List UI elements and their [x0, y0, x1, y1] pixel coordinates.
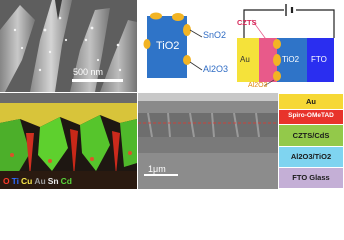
- eds-legend-au: Au: [34, 176, 46, 186]
- device-schematic: CZTS Au TiO2 FTO Al2O3: [234, 0, 344, 92]
- device-drawing: [237, 4, 335, 87]
- eds-legend-o: O: [3, 176, 10, 186]
- sem-image: 500 nm: [0, 0, 137, 92]
- tio2-label: TiO2: [282, 55, 300, 64]
- shell-particle: [183, 24, 191, 36]
- layer-fto-label: FTO Glass: [292, 173, 330, 182]
- fto-layer: [307, 38, 334, 82]
- rod-schematic: TiO2 SnO2 Al2O3: [138, 0, 233, 92]
- au-layer: [237, 38, 259, 82]
- cross-section: 1μm Au Spiro-OMeTAD CZTS/CdS Al2O3/TiO2 …: [138, 93, 344, 189]
- shell-particle: [150, 12, 162, 20]
- shell-particle: [172, 13, 184, 21]
- layer-spiro-label: Spiro-OMeTAD: [288, 112, 334, 119]
- core-label: TiO2: [156, 40, 180, 52]
- sem-nanorods: [0, 0, 137, 92]
- layer-au-label: Au: [306, 97, 316, 106]
- eds-legend-sn: Sn: [47, 176, 59, 186]
- cross-section-image: [138, 93, 278, 189]
- eds-legend-cd: Cd: [60, 176, 72, 186]
- eds-overlay: [0, 93, 137, 189]
- layer-czts-label: CZTS/CdS: [292, 131, 330, 140]
- scalebar: [144, 174, 178, 176]
- layer-fto: [279, 168, 343, 188]
- scalebar: [72, 79, 123, 82]
- scalebar-label: 500 nm: [73, 67, 104, 77]
- shell-particle: [143, 39, 151, 49]
- layer-czts: [279, 125, 343, 146]
- leader-line: [189, 61, 203, 71]
- layer-spiro: [279, 110, 343, 124]
- shell-top-label: SnO2: [203, 30, 227, 40]
- shell-label: Al2O3: [248, 82, 268, 89]
- tio2-core: [147, 16, 187, 78]
- rod-drawing: [143, 12, 203, 78]
- tio2-layer: [277, 38, 307, 82]
- leader-line: [189, 29, 203, 38]
- shell-particle: [183, 55, 191, 65]
- layer-tio2: [279, 147, 343, 167]
- eds-legend-cu: Cu: [21, 176, 33, 186]
- electrode-label: Au: [240, 55, 250, 64]
- scalebar-label: 1μm: [148, 164, 166, 174]
- layer-tio2-label: Al2O3/TiO2: [290, 152, 332, 161]
- eds-legend-ti: Ti: [11, 176, 20, 186]
- absorber-label: CZTS: [237, 18, 257, 27]
- layer-au: [279, 94, 343, 109]
- shell-bottom-label: Al2O3: [203, 64, 229, 74]
- czts-layer: [259, 38, 277, 82]
- fto-label: FTO: [311, 55, 327, 64]
